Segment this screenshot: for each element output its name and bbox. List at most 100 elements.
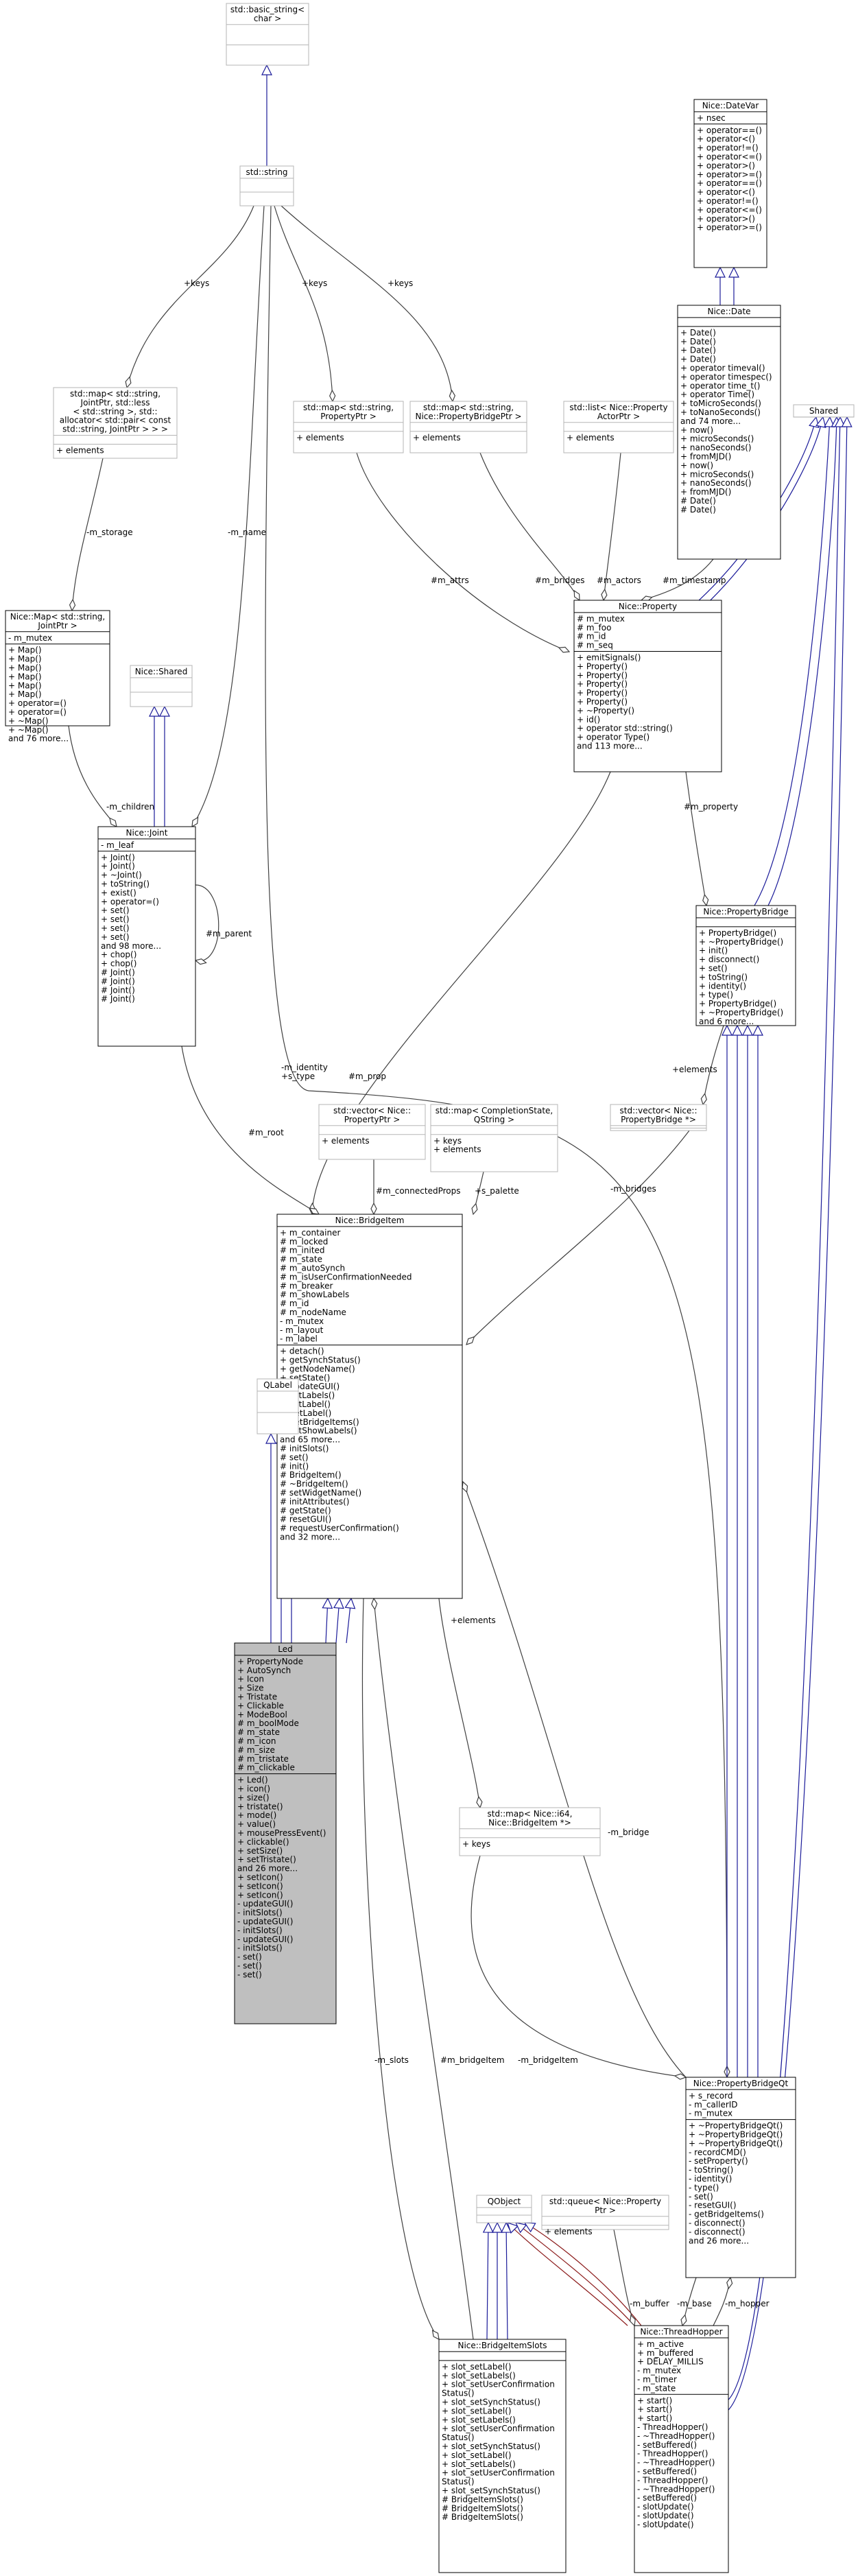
class-attribute: # m_autoSynch (280, 1264, 345, 1273)
class-title: std::string (246, 167, 287, 177)
class-operation: + nanoSeconds() (680, 478, 752, 488)
class-attribute: + Clickable (237, 1701, 284, 1710)
class-qobject-frame (476, 2195, 532, 2223)
class-operation: # Joint() (101, 976, 135, 986)
class-datevar[interactable]: Nice::DateVar+ nsec+ operator==()+ opera… (693, 99, 767, 268)
class-title: allocator< std::pair< const (60, 416, 171, 425)
class-operation: # ~BridgeItem() (280, 1479, 348, 1489)
class-map-prop[interactable]: std::map< std::string,PropertyPtr >+ ele… (293, 401, 404, 453)
class-map-int64[interactable]: std::map< Nice::i64,Nice::BridgeItem *>+… (459, 1807, 601, 1856)
class-operation: + exist() (101, 888, 136, 897)
class-operation: + operator time_t() (680, 381, 760, 390)
class-qobject[interactable]: QObject (476, 2195, 532, 2223)
class-operation: and 74 more... (680, 416, 741, 426)
class-date[interactable]: Nice::Date+ Date()+ Date()+ Date()+ Date… (677, 305, 781, 560)
class-operation: # requestUserConfirmation() (280, 1524, 399, 1533)
class-operation: + toString() (101, 879, 150, 889)
class-operation: + ~PropertyBridge() (699, 1008, 783, 1017)
class-operation: - slotUpdate() (637, 2502, 694, 2512)
edge-joint-parent-self (195, 884, 219, 961)
class-operation: + set() (101, 932, 130, 942)
class-queue[interactable]: std::queue< Nice::PropertyPtr >+ element… (541, 2195, 669, 2236)
class-operation: + mousePressEvent() (237, 1828, 326, 1838)
class-propbridgeqt[interactable]: Nice::PropertyBridgeQt+ s_record- m_call… (685, 2077, 796, 2278)
class-operation: + keys (433, 1136, 462, 1146)
class-shared-l-frame (130, 665, 193, 707)
class-operation: + id() (577, 715, 600, 724)
class-vec-bridge[interactable]: std::vector< Nice::PropertyBridge *> (610, 1104, 707, 1131)
class-basic-string[interactable]: std::basic_string<char > (226, 3, 309, 66)
class-operation: + operator std::string() (577, 724, 673, 733)
class-attribute: # m_id (577, 632, 606, 641)
class-operation: + set() (101, 923, 130, 933)
class-joint[interactable]: Nice::Joint- m_leaf+ Joint()+ Joint()+ ~… (97, 826, 196, 1047)
class-map-bridge[interactable]: std::map< std::string,Nice::PropertyBrid… (409, 401, 527, 453)
class-operation: + operator>=() (697, 169, 762, 179)
class-propbridgeqt-frame (685, 2077, 796, 2278)
class-attribute: + Tristate (237, 1692, 277, 1702)
class-operation: + setSize() (237, 1846, 283, 1856)
class-shared-l[interactable]: Nice::Shared (130, 665, 193, 707)
label-keys: +keys (388, 279, 413, 288)
class-operation: + value() (237, 1819, 276, 1829)
class-vec-bridge-frame (610, 1104, 707, 1131)
class-title: std::basic_string< (230, 5, 305, 14)
class-attribute: # m_tristate (237, 1754, 289, 1764)
class-attribute: - m_mutex (8, 633, 52, 643)
class-operation: + operator>() (697, 161, 755, 170)
edge-propbridgeqt-base-threadhopper (682, 2277, 697, 2326)
label-m-storage: -m_storage (86, 528, 133, 537)
class-attribute: # m_icon (237, 1736, 276, 1746)
class-operation: + ~Map() (8, 716, 49, 726)
class-title: JointPtr, std::less (80, 398, 150, 407)
class-threadhopper[interactable]: Nice::ThreadHopper+ m_active+ m_buffered… (634, 2325, 729, 2573)
class-string-frame (239, 165, 294, 206)
class-map-joint[interactable]: std::map< std::string,JointPtr, std::les… (53, 387, 178, 459)
class-operation: + setIcon() (237, 1890, 283, 1900)
class-attribute: # m_inited (280, 1246, 325, 1255)
class-attribute: # m_locked (280, 1237, 328, 1246)
class-bridgeitem[interactable]: Nice::BridgeItem+ m_container# m_locked#… (276, 1214, 463, 1599)
class-operation: + mode() (237, 1810, 276, 1820)
class-operation: - ThreadHopper() (637, 2449, 708, 2459)
class-map-int64-frame (459, 1807, 601, 1856)
edge-slots-to-qobject-3 (506, 2223, 508, 2340)
class-propbridge[interactable]: Nice::PropertyBridge+ PropertyBridge()+ … (695, 905, 796, 1026)
class-map-compl[interactable]: std::map< CompletionState,QString >+ key… (430, 1104, 558, 1172)
class-operation: + init() (699, 946, 728, 956)
class-operation: + elements (433, 1145, 481, 1155)
class-operation: - getBridgeItems() (689, 2210, 764, 2219)
class-operation: + disconnect() (699, 955, 759, 965)
class-operation: + start() (637, 2396, 672, 2405)
class-qlabel[interactable]: QLabel (257, 1378, 299, 1434)
class-vec-prop[interactable]: std::vector< Nice::PropertyPtr >+ elemen… (318, 1104, 426, 1160)
class-shared-r[interactable]: Shared (793, 404, 855, 418)
relation-labels: +keys +keys +keys -m_storage -m_name -m_… (86, 279, 770, 2308)
class-vec-prop-frame (318, 1104, 426, 1160)
class-operation: + ~Joint() (101, 871, 142, 880)
class-title: Nice::PropertyBridgeQt (693, 2079, 789, 2088)
class-operation: + operator Time() (680, 390, 754, 399)
class-operation: + slot_setSynchStatus() (442, 2398, 540, 2407)
class-led[interactable]: Led+ PropertyNode+ AutoSynch+ Icon+ Size… (234, 1642, 337, 2024)
class-operation: - initSlots() (237, 1908, 283, 1917)
class-map-joint-frame (53, 387, 178, 459)
class-nicemap-frame (5, 610, 110, 726)
label-m-attrs: #m_attrs (431, 576, 469, 585)
class-slots[interactable]: Nice::BridgeItemSlots+ slot_setLabel()+ … (438, 2339, 567, 2573)
class-operation: + operator Type() (577, 733, 650, 742)
class-operation: Status() (442, 2477, 475, 2487)
class-operation: # Joint() (101, 968, 135, 978)
class-operation: + operator==() (697, 126, 762, 135)
class-operation: + getBridgeItems() (280, 1417, 359, 1427)
class-operation: # init() (280, 1461, 309, 1471)
class-string[interactable]: std::string (239, 165, 294, 206)
class-operation: + operator!=() (697, 143, 759, 153)
class-nicemap[interactable]: Nice::Map< std::string,JointPtr >- m_mut… (5, 610, 110, 744)
class-operation: # Date() (680, 496, 716, 506)
class-title: std::string, JointPtr > > > (62, 425, 168, 434)
class-operation: + elements (567, 433, 615, 442)
class-attribute: # m_size (237, 1745, 275, 1755)
class-property[interactable]: Nice::Property# m_mutex# m_foo# m_id# m_… (573, 600, 722, 772)
